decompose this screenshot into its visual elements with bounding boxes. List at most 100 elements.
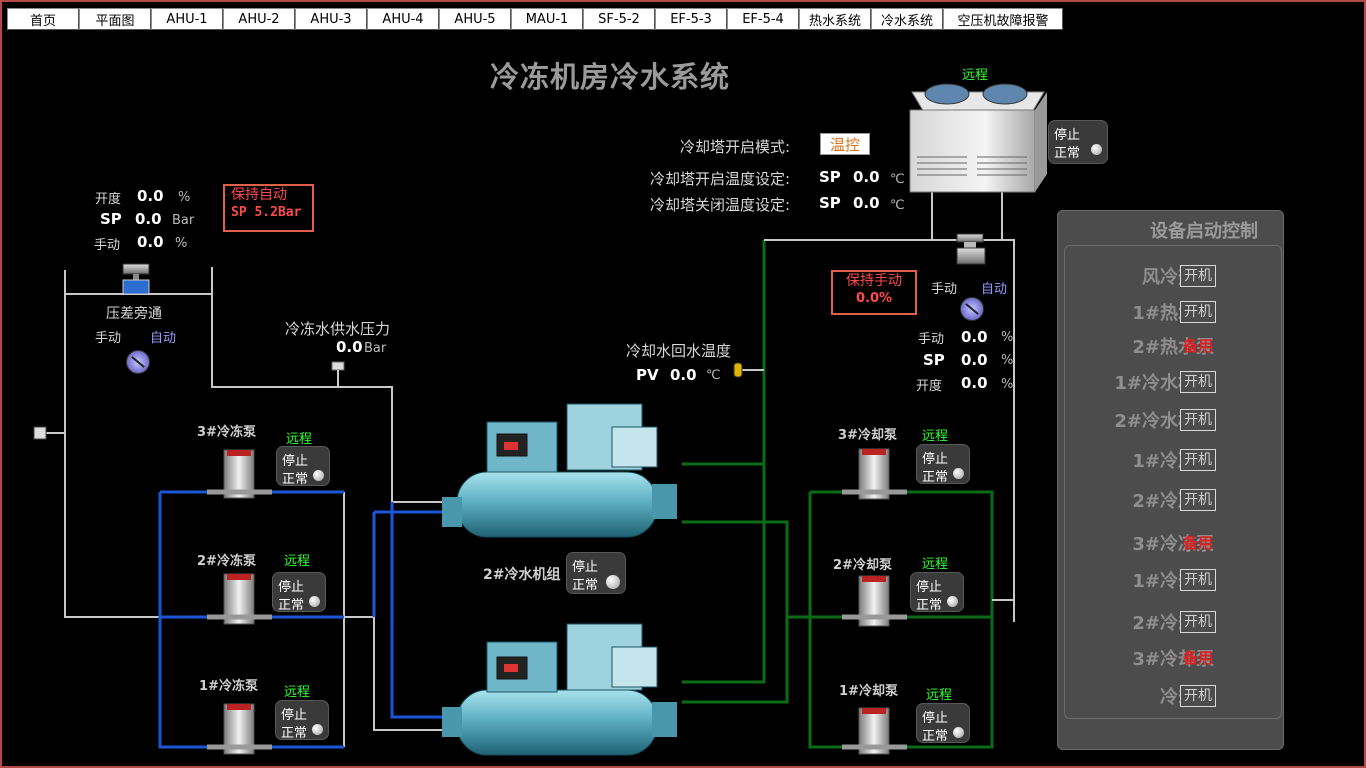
cw-pump-3-status[interactable]: 停止 正常 xyxy=(916,444,970,485)
nav-home[interactable]: 首页 xyxy=(7,8,79,30)
bypass-alarm-box[interactable]: 保持自动 SP 5.2Bar xyxy=(223,184,314,232)
tower-valve-manual-unit: % xyxy=(1001,330,1014,345)
chw-pump-1-name: 1#冷冻泵 xyxy=(199,679,258,694)
tower-status[interactable]: 停止 正常 xyxy=(1048,120,1108,164)
chw-pump-3-remote: 远程 xyxy=(286,432,313,447)
chiller-2-name: 2#冷水机组 xyxy=(483,567,561,583)
panel-row-start-button[interactable]: 开机 xyxy=(1180,409,1216,431)
cw-pump-3-name: 3#冷却泵 xyxy=(838,428,897,443)
cw-pump-2-status[interactable]: 停止 正常 xyxy=(910,572,964,613)
tower-valve-sp-label: SP xyxy=(923,351,945,369)
nav-cold-water[interactable]: 冷水系统 xyxy=(871,8,943,30)
bypass-name: 压差旁通 xyxy=(106,306,162,322)
bypass-sp-label: SP xyxy=(100,210,122,228)
chw-pump-3-graphic xyxy=(207,449,272,499)
nav-mau-1[interactable]: MAU-1 xyxy=(511,8,583,30)
panel-row-start-button[interactable]: 开机 xyxy=(1180,489,1216,511)
chw-pump-1-indicator-icon xyxy=(312,724,323,735)
panel-inner-frame xyxy=(1064,245,1282,719)
chw-pump-3-name: 3#冷冻泵 xyxy=(197,425,256,440)
cw-pump-3-run: 停止 xyxy=(922,452,949,467)
panel-row-start-button[interactable]: 开机 xyxy=(1180,449,1216,471)
tower-valve-alarm-line1: 保持手动 xyxy=(846,273,902,289)
bypass-manual-unit: % xyxy=(175,236,188,251)
chiller-2-status[interactable]: 停止 正常 xyxy=(566,552,626,594)
tower-on-sp: SP xyxy=(819,168,841,186)
cw-pump-3-graphic xyxy=(842,448,907,500)
bypass-mode-manual[interactable]: 手动 xyxy=(95,331,122,346)
chw-pump-3-indicator-icon xyxy=(313,470,324,481)
chw-pump-3-run: 停止 xyxy=(282,454,309,469)
nav-ahu-4[interactable]: AHU-4 xyxy=(367,8,439,30)
cw-pump-2-name: 2#冷却泵 xyxy=(833,558,892,573)
bypass-alarm-line2: SP 5.2Bar xyxy=(231,205,302,220)
tower-valve-mode-manual[interactable]: 手动 xyxy=(931,282,958,297)
tower-valve-manual-label: 手动 xyxy=(918,332,945,347)
chw-pump-2-run: 停止 xyxy=(278,580,305,595)
tower-valve-alarm-box[interactable]: 保持手动 0.0% xyxy=(831,270,917,315)
pipe-condenser-water xyxy=(682,240,994,749)
nav-sf-5-2[interactable]: SF-5-2 xyxy=(583,8,655,30)
nav-ahu-3[interactable]: AHU-3 xyxy=(295,8,367,30)
panel-row-spare-label: 备用 xyxy=(1183,534,1214,552)
bypass-mode-auto[interactable]: 自动 xyxy=(150,331,177,346)
cw-pump-2-remote: 远程 xyxy=(922,557,949,572)
panel-row-start-button[interactable]: 开机 xyxy=(1180,301,1216,323)
chw-pump-3-status[interactable]: 停止 正常 xyxy=(276,446,330,487)
tower-remote: 远程 xyxy=(962,68,989,83)
panel-row-name: 3#冷冻泵 xyxy=(1132,534,1214,555)
bypass-open-unit: % xyxy=(178,190,191,205)
tower-mode-value[interactable]: 温控 xyxy=(820,133,870,155)
page-title: 冷冻机房冷水系统 xyxy=(490,60,731,94)
cw-pump-1-health: 正常 xyxy=(922,729,949,744)
tower-off-value: 0.0 xyxy=(853,194,880,212)
panel-row-start-button[interactable]: 开机 xyxy=(1180,265,1216,287)
bypass-open-value: 0.0 xyxy=(137,187,164,205)
cw-pump-1-name: 1#冷却泵 xyxy=(839,684,898,699)
tower-mode-label: 冷却塔开启模式: xyxy=(680,138,791,156)
pipe-gray-left xyxy=(40,267,442,747)
supply-pressure-value: 0.0 xyxy=(336,338,363,356)
cw-pump-2-indicator-icon xyxy=(947,596,958,607)
nav-hot-water[interactable]: 热水系统 xyxy=(799,8,871,30)
cw-pump-1-indicator-icon xyxy=(953,727,964,738)
nav-ahu-1[interactable]: AHU-1 xyxy=(151,8,223,30)
chiller-2-health: 正常 xyxy=(572,578,599,593)
cw-pump-1-status[interactable]: 停止 正常 xyxy=(916,703,970,744)
chw-pump-2-status[interactable]: 停止 正常 xyxy=(272,572,326,613)
panel-row-start-button[interactable]: 开机 xyxy=(1180,685,1216,707)
cw-pump-2-health: 正常 xyxy=(916,598,943,613)
bypass-open-label: 开度 xyxy=(95,192,122,207)
tower-valve-open-value: 0.0 xyxy=(961,374,988,392)
nav-ef-5-4[interactable]: EF-5-4 xyxy=(727,8,799,30)
nav-ahu-2[interactable]: AHU-2 xyxy=(223,8,295,30)
cw-pump-2-graphic xyxy=(842,575,907,627)
panel-title: 设备启动控制 xyxy=(1150,221,1258,242)
panel-row-start-button[interactable]: 开机 xyxy=(1180,371,1216,393)
supply-pressure-label: 冷冻水供水压力 xyxy=(285,320,391,338)
tower-valve-knob-icon[interactable] xyxy=(960,297,984,321)
nav-ef-5-3[interactable]: EF-5-3 xyxy=(655,8,727,30)
chiller-1-graphic xyxy=(442,403,677,538)
top-nav: 首页 平面图 AHU-1 AHU-2 AHU-3 AHU-4 AHU-5 MAU… xyxy=(7,8,1063,30)
cw-pump-1-remote: 远程 xyxy=(926,688,953,703)
tower-on-unit: ℃ xyxy=(890,172,905,187)
cw-pump-2-run: 停止 xyxy=(916,580,943,595)
panel-row-start-button[interactable]: 开机 xyxy=(1180,569,1216,591)
chiller-2-indicator-icon xyxy=(606,575,620,589)
chiller-2-run: 停止 xyxy=(572,560,599,575)
panel-row-start-button[interactable]: 开机 xyxy=(1180,611,1216,633)
nav-ahu-5[interactable]: AHU-5 xyxy=(439,8,511,30)
chw-pump-1-status[interactable]: 停止 正常 xyxy=(275,700,329,741)
pressure-sensor-icon xyxy=(331,361,345,386)
nav-floorplan[interactable]: 平面图 xyxy=(79,8,151,30)
bypass-mode-knob-icon[interactable] xyxy=(126,350,150,374)
nav-compressor-alarm[interactable]: 空压机故障报警 xyxy=(943,8,1063,30)
chw-pump-1-health: 正常 xyxy=(281,726,308,741)
temp-sensor-icon xyxy=(733,362,743,378)
tower-valve-mode-auto[interactable]: 自动 xyxy=(981,282,1008,297)
return-temp-value: 0.0 xyxy=(670,366,697,384)
cw-pump-1-run: 停止 xyxy=(922,711,949,726)
